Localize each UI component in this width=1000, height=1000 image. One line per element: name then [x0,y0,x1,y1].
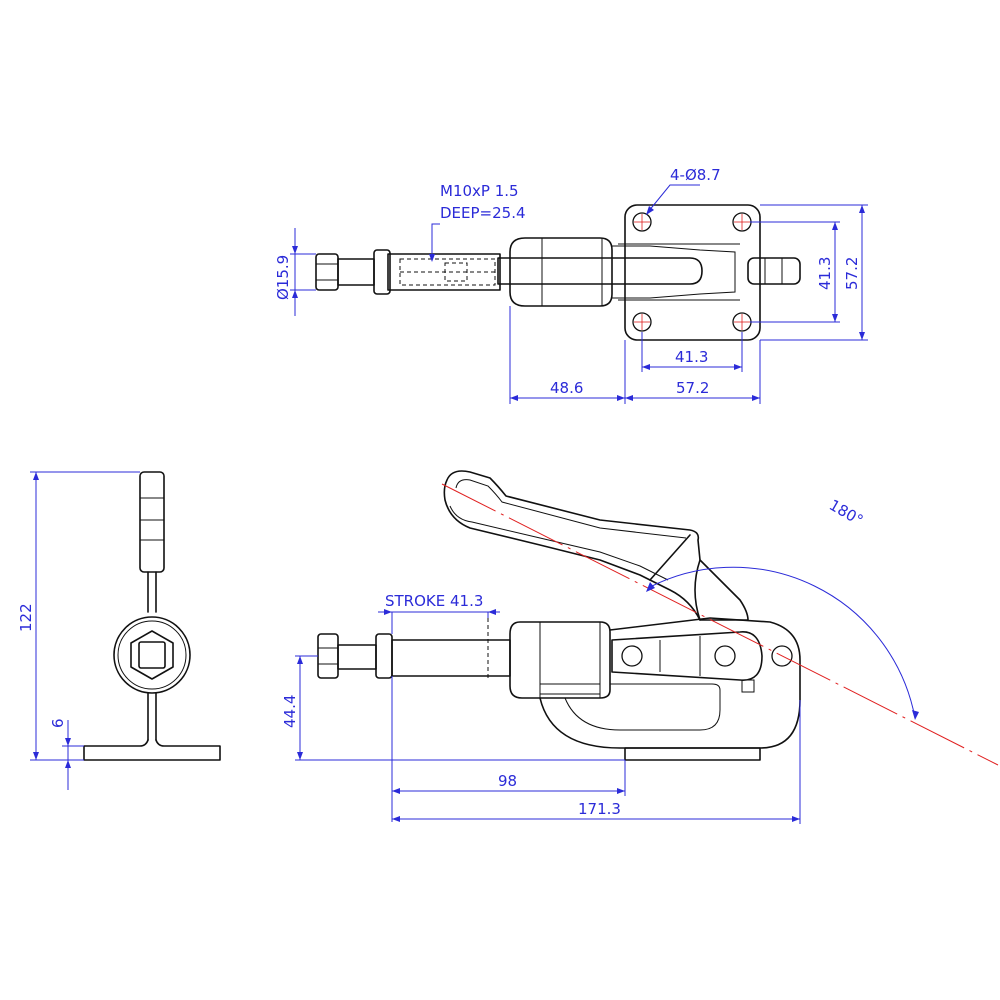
front-frame [539,617,801,749]
front-base-plate [624,747,761,761]
rotation-arc [647,566,916,719]
dim-98: 98 [498,772,517,790]
top-hex-head [315,253,339,291]
side-hex-nut [130,630,174,680]
dim-total-length: 171.3 [578,800,621,818]
top-base-plate [624,204,761,341]
thread-note-line1: M10xP 1.5 [440,182,519,200]
dim-base-height: 57.2 [843,257,861,290]
mounting-holes [632,212,752,332]
front-view: 180° STROKE 41.3 44.4 98 171.3 [281,470,999,824]
dim-offset: 48.6 [550,379,583,397]
front-hex-head [317,633,339,679]
top-lever [497,257,703,285]
dim-center-height: 44.4 [281,695,299,728]
top-body-housing [509,237,613,307]
thread-note-line2: DEEP=25.4 [440,204,526,222]
dim-hole-spacing-h: 41.3 [675,348,708,366]
front-lever-handle [443,470,749,621]
dim-hole-spacing-v: 41.3 [816,257,834,290]
dim-plunger-dia: Ø15.9 [274,255,292,300]
front-body [509,621,611,699]
dim-height: 122 [17,603,35,632]
dim-thickness: 6 [49,718,67,728]
lever-centerline [441,483,999,766]
dim-rotation: 180° [826,496,866,530]
side-handle [139,471,165,573]
top-plunger-rod [387,253,501,291]
side-collar [113,616,191,694]
top-view: Ø15.9 M10xP 1.5 DEEP=25.4 4-Ø8.7 41.3 57… [274,166,868,404]
front-plunger-rod [391,639,511,677]
dim-base-width: 57.2 [676,379,709,397]
side-view: 122 6 [17,471,221,790]
stroke-label: STROKE 41.3 [385,592,483,610]
front-nut [375,633,393,679]
hole-note: 4-Ø8.7 [670,166,721,184]
